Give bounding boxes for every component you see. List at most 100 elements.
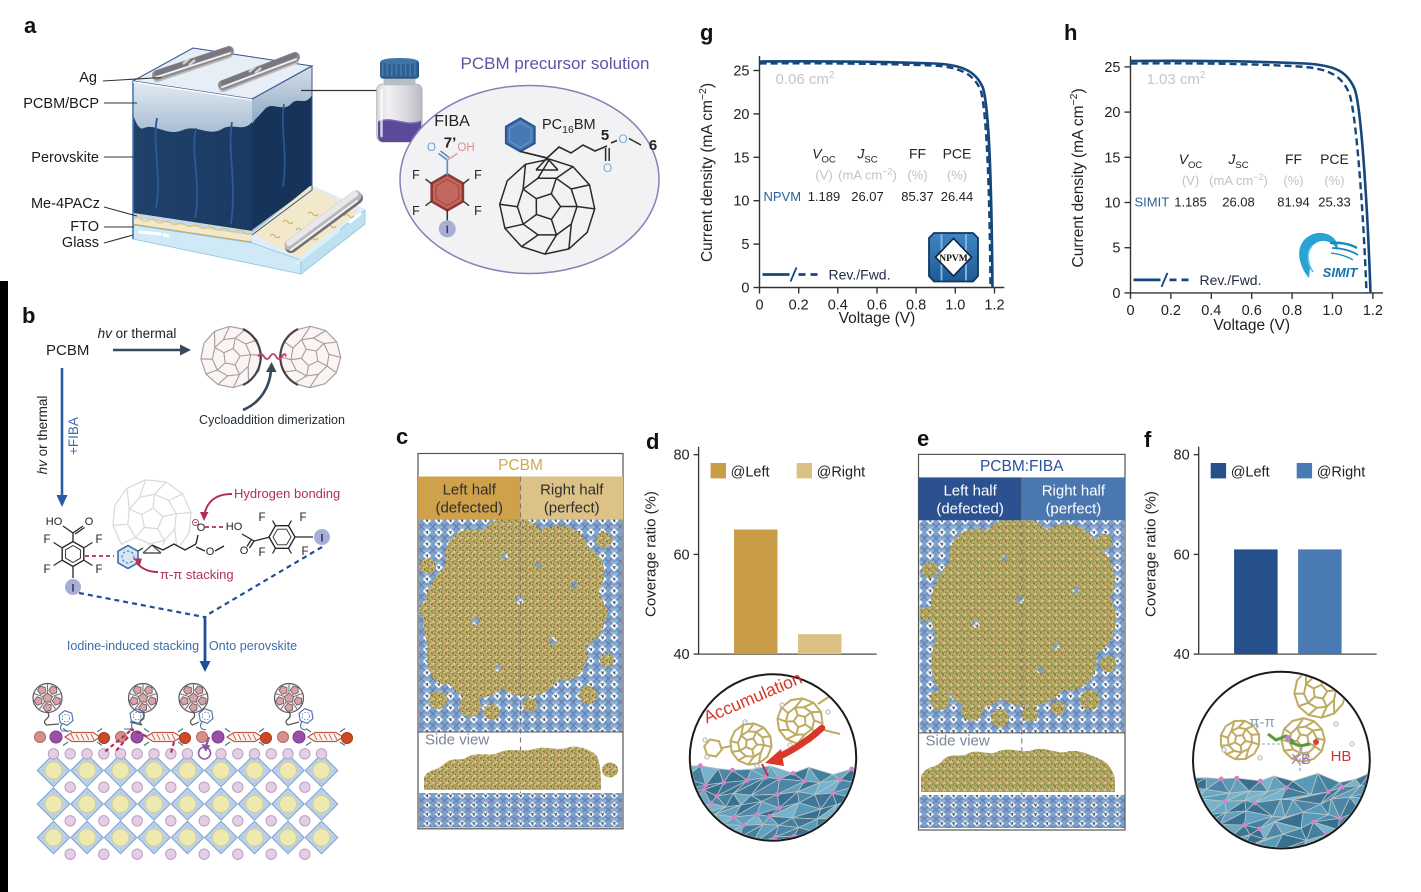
svg-text:a: a bbox=[24, 13, 37, 38]
svg-text:O: O bbox=[618, 132, 627, 146]
svg-text:(%): (%) bbox=[907, 168, 927, 183]
svg-text:OH: OH bbox=[457, 142, 474, 154]
svg-text:PCBM: PCBM bbox=[498, 457, 543, 474]
svg-text:SІMІT: SІMІT bbox=[1323, 265, 1359, 280]
svg-text:Current density (mA cm−2): Current density (mA cm−2) bbox=[697, 83, 716, 262]
svg-text:85.37: 85.37 bbox=[901, 189, 934, 204]
svg-text:0.4: 0.4 bbox=[1201, 303, 1221, 319]
svg-text:Current density (mA cm−2): Current density (mA cm−2) bbox=[1068, 88, 1087, 267]
svg-text:1.185: 1.185 bbox=[1174, 194, 1207, 209]
svg-text:π-π stacking: π-π stacking bbox=[160, 567, 234, 582]
svg-text:HO: HO bbox=[226, 521, 243, 533]
svg-text:O: O bbox=[197, 522, 206, 534]
svg-text:NPVM: NPVM bbox=[939, 254, 968, 264]
svg-text:15: 15 bbox=[733, 150, 749, 166]
svg-text:VOC: VOC bbox=[1179, 151, 1203, 171]
svg-text:@Left: @Left bbox=[731, 465, 770, 481]
svg-text:1.189: 1.189 bbox=[808, 189, 841, 204]
svg-text:F: F bbox=[95, 564, 102, 576]
svg-text:O: O bbox=[427, 142, 436, 154]
svg-text:I: I bbox=[320, 533, 323, 545]
svg-text:O: O bbox=[603, 161, 612, 175]
svg-text:FF: FF bbox=[909, 146, 926, 162]
svg-text:(mA cm−2): (mA cm−2) bbox=[838, 167, 897, 183]
svg-text:6: 6 bbox=[649, 137, 657, 154]
svg-text:Coverage ratio (%): Coverage ratio (%) bbox=[643, 491, 660, 617]
svg-text:NPVM: NPVM bbox=[764, 189, 802, 204]
svg-text:(perfect): (perfect) bbox=[1045, 500, 1101, 517]
svg-text:Iodine-induced stacking: Iodine-induced stacking bbox=[67, 639, 199, 653]
svg-text:(perfect): (perfect) bbox=[544, 500, 600, 517]
svg-text:Left half: Left half bbox=[443, 482, 497, 499]
svg-text:@Right: @Right bbox=[1317, 465, 1366, 481]
svg-text:Coverage ratio (%): Coverage ratio (%) bbox=[1143, 491, 1160, 617]
svg-text:0.2: 0.2 bbox=[1161, 303, 1181, 319]
svg-text:O: O bbox=[85, 516, 94, 528]
svg-text:5: 5 bbox=[1112, 241, 1120, 257]
svg-text:JSC: JSC bbox=[856, 146, 877, 166]
svg-text:15: 15 bbox=[1104, 150, 1120, 166]
svg-text:1.03 cm2: 1.03 cm2 bbox=[1147, 70, 1206, 88]
svg-text:Rev./Fwd.: Rev./Fwd. bbox=[829, 267, 891, 283]
svg-text:0: 0 bbox=[1126, 303, 1134, 319]
svg-text:0: 0 bbox=[755, 298, 763, 314]
svg-text:(defected): (defected) bbox=[936, 500, 1004, 517]
svg-text:(V): (V) bbox=[1182, 173, 1199, 188]
svg-text:60: 60 bbox=[1174, 547, 1190, 563]
svg-text:80: 80 bbox=[1174, 448, 1190, 464]
svg-text:PCE: PCE bbox=[943, 146, 972, 162]
svg-text:(%): (%) bbox=[947, 168, 967, 183]
svg-text:Left half: Left half bbox=[943, 482, 997, 499]
svg-text:10: 10 bbox=[733, 194, 749, 210]
svg-text:Right half: Right half bbox=[540, 482, 604, 499]
svg-text:FIBA: FIBA bbox=[434, 113, 470, 130]
svg-text:0.6: 0.6 bbox=[867, 298, 887, 314]
svg-text:20: 20 bbox=[733, 107, 749, 123]
svg-text:@Right: @Right bbox=[817, 465, 866, 481]
svg-text:SIMIT: SIMIT bbox=[1135, 194, 1170, 209]
svg-text:25.33: 25.33 bbox=[1318, 194, 1351, 209]
svg-text:10: 10 bbox=[1104, 196, 1120, 212]
svg-text:0.2: 0.2 bbox=[789, 298, 809, 314]
svg-text:Onto perovskite: Onto perovskite bbox=[209, 639, 297, 653]
svg-text:b: b bbox=[22, 303, 35, 328]
svg-text:0.6: 0.6 bbox=[1242, 303, 1262, 319]
svg-text:F: F bbox=[43, 534, 50, 546]
svg-text:25: 25 bbox=[1104, 60, 1120, 76]
svg-text:(mA cm−2): (mA cm−2) bbox=[1209, 172, 1268, 188]
svg-text:Cycloaddition dimerization: Cycloaddition dimerization bbox=[199, 413, 345, 427]
svg-text:g: g bbox=[700, 20, 713, 45]
svg-text:60: 60 bbox=[673, 547, 689, 563]
svg-text:(%): (%) bbox=[1283, 173, 1303, 188]
svg-text:Ag: Ag bbox=[79, 70, 97, 86]
svg-text:XB: XB bbox=[1291, 751, 1311, 768]
svg-text:Voltage (V): Voltage (V) bbox=[839, 310, 916, 327]
svg-text:I: I bbox=[71, 583, 74, 595]
svg-text:1.0: 1.0 bbox=[945, 298, 965, 314]
svg-text:PCE: PCE bbox=[1320, 151, 1349, 167]
svg-text:Side view: Side view bbox=[425, 732, 489, 749]
svg-text:hv or thermal: hv or thermal bbox=[98, 326, 177, 341]
svg-text:JSC: JSC bbox=[1227, 151, 1248, 171]
svg-text:(%): (%) bbox=[1324, 173, 1344, 188]
svg-text:80: 80 bbox=[673, 448, 689, 464]
svg-text:0.8: 0.8 bbox=[1282, 303, 1302, 319]
svg-text:F: F bbox=[258, 547, 265, 559]
svg-text:5: 5 bbox=[601, 127, 609, 144]
svg-text:F: F bbox=[412, 168, 420, 182]
svg-text:Voltage (V): Voltage (V) bbox=[1213, 317, 1290, 334]
svg-text:25: 25 bbox=[733, 64, 749, 80]
svg-text:F: F bbox=[299, 512, 306, 524]
svg-text:81.94: 81.94 bbox=[1277, 194, 1310, 209]
svg-text:Hydrogen bonding: Hydrogen bonding bbox=[234, 486, 340, 501]
svg-text:Perovskite: Perovskite bbox=[31, 150, 99, 166]
svg-text:F: F bbox=[474, 204, 482, 218]
svg-text:c: c bbox=[396, 424, 408, 449]
svg-text:F: F bbox=[95, 534, 102, 546]
svg-text:PCBM/BCP: PCBM/BCP bbox=[23, 96, 99, 112]
svg-text:7’: 7’ bbox=[444, 135, 457, 152]
svg-text:1.0: 1.0 bbox=[1322, 303, 1342, 319]
svg-text:FTO: FTO bbox=[70, 219, 99, 235]
svg-text:+FIBA: +FIBA bbox=[66, 417, 81, 455]
svg-text:0.06 cm2: 0.06 cm2 bbox=[776, 70, 835, 88]
